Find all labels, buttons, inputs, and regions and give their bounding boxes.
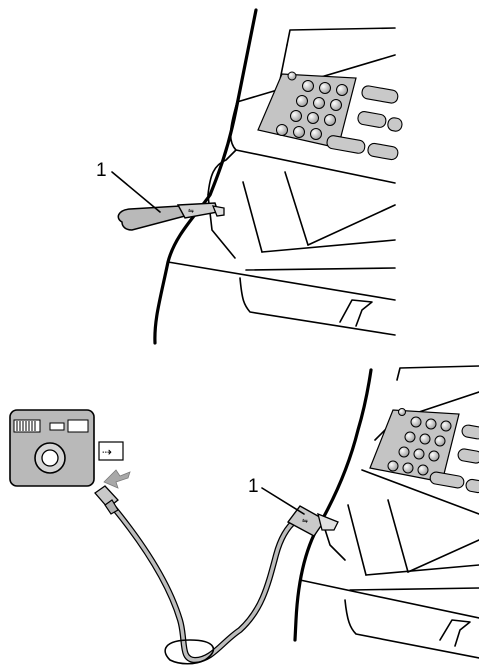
mini-usb-plug <box>95 486 118 514</box>
top-callout-line <box>112 172 160 212</box>
digital-camera <box>10 410 94 486</box>
bottom-callout-label: 1 <box>248 476 259 497</box>
bottom-machine <box>295 366 479 658</box>
top-machine <box>155 10 403 343</box>
svg-text:⇢: ⇢ <box>102 445 112 459</box>
bottom-callout-line <box>262 488 304 514</box>
usb-a-plug: ⇋ <box>288 506 338 536</box>
usb-flash-drive: ⇋ <box>118 203 224 230</box>
svg-text:⇋: ⇋ <box>302 517 308 525</box>
usb-port-icon: ⇢ <box>99 442 123 460</box>
usb-symbol-icon: ⇋ <box>188 207 194 215</box>
insertion-arrow-icon <box>104 470 130 488</box>
top-callout-label: 1 <box>96 160 107 181</box>
